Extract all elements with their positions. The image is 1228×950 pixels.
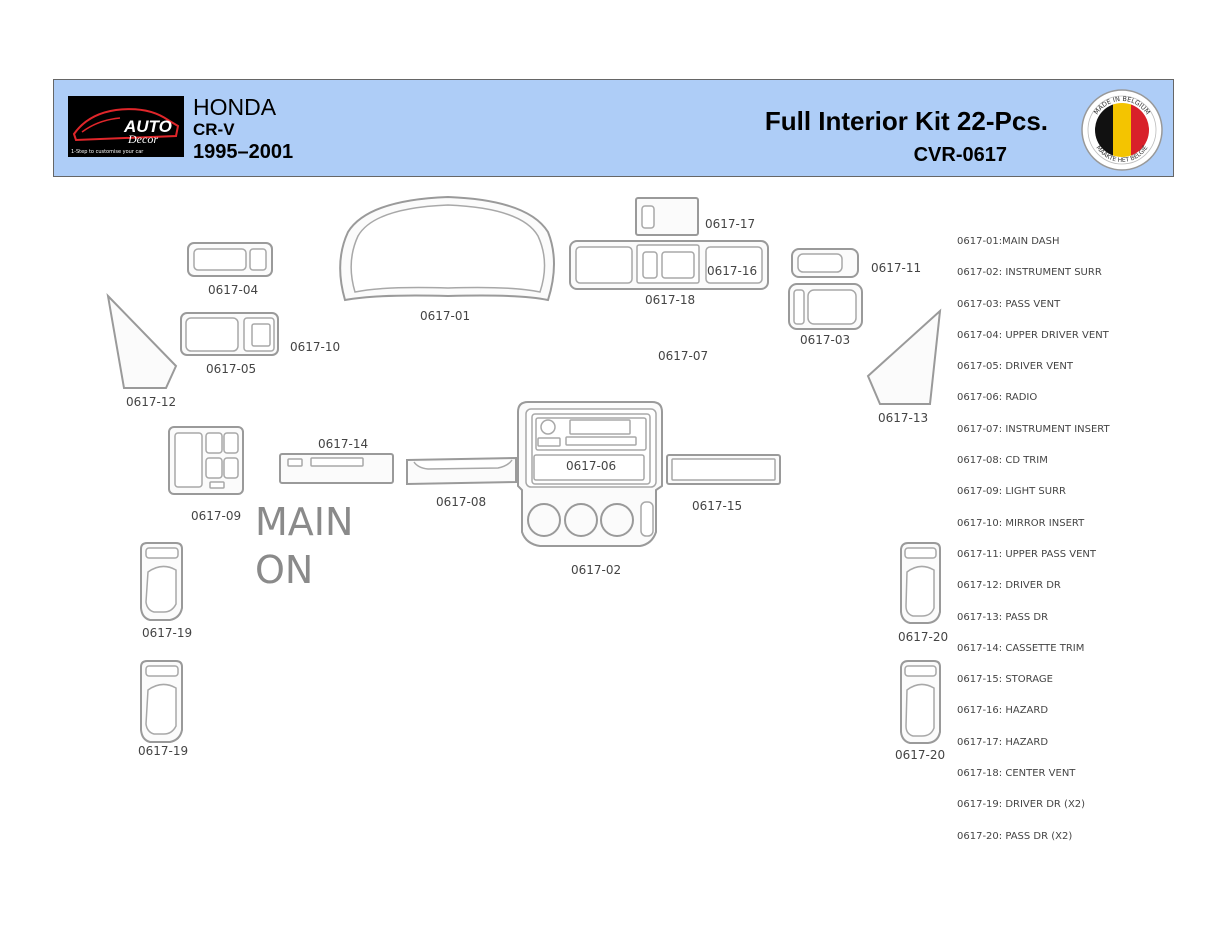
label-0617-13: 0617-13 [878, 411, 928, 425]
watermark-line-1: MAIN [255, 500, 354, 544]
legend-item: 0617-19: DRIVER DR (X2) [957, 799, 1086, 811]
label-0617-04: 0617-04 [208, 283, 258, 297]
logo-tagline: 1-Step to customise your car [71, 149, 144, 155]
label-0617-07: 0617-07 [658, 349, 708, 363]
legend-item: 0617-09: LIGHT SURR [957, 486, 1066, 498]
label-0617-18: 0617-18 [645, 293, 695, 307]
parts-legend: 0617-01:MAIN DASH 0617-02: INSTRUMENT SU… [957, 236, 1110, 862]
part-0617-14-cassette-trim [279, 453, 394, 484]
label-0617-01: 0617-01 [420, 309, 470, 323]
kit-title: Full Interior Kit 22-Pcs. [764, 106, 1048, 136]
label-0617-02: 0617-02 [571, 563, 621, 577]
legend-item: 0617-10: MIRROR INSERT [957, 517, 1085, 529]
header-banner: AUTO Decor 1-Step to customise your car … [53, 79, 1174, 177]
legend-item: 0617-11: UPPER PASS VENT [957, 548, 1097, 560]
legend-item: 0617-14: CASSETTE TRIM [957, 642, 1085, 654]
label-0617-05: 0617-05 [206, 362, 256, 376]
label-0617-12: 0617-12 [126, 395, 176, 409]
legend-item: 0617-12: DRIVER DR [957, 580, 1061, 592]
label-0617-16: 0617-16 [707, 264, 757, 278]
label-0617-09: 0617-09 [191, 509, 241, 523]
made-in-belgium-badge: MADE IN BELGIUM MAAKTE HET BELGIË [1080, 88, 1164, 172]
watermark-line-2: ON [255, 548, 314, 592]
legend-item: 0617-17: HAZARD [957, 736, 1049, 748]
vehicle-make: HONDA [193, 94, 277, 120]
vehicle-years: 1995–2001 [193, 141, 294, 163]
vehicle-model: CR-V [193, 120, 235, 139]
label-0617-20-b: 0617-20 [895, 748, 945, 762]
label-0617-14: 0617-14 [318, 437, 368, 451]
legend-item: 0617-01:MAIN DASH [957, 236, 1060, 247]
legend-item: 0617-18: CENTER VENT [957, 768, 1076, 780]
legend-item: 0617-20: PASS DR (X2) [957, 830, 1073, 842]
legend-item: 0617-02: INSTRUMENT SURR [957, 267, 1102, 279]
label-0617-15: 0617-15 [692, 499, 742, 513]
label-0617-19-a: 0617-19 [142, 626, 192, 640]
label-0617-08: 0617-08 [436, 495, 486, 509]
auto-decor-logo: AUTO Decor 1-Step to customise your car [68, 96, 184, 157]
svg-text:Decor: Decor [127, 132, 158, 146]
legend-item: 0617-15: STORAGE [957, 674, 1053, 686]
label-0617-20-a: 0617-20 [898, 630, 948, 644]
legend-item: 0617-05: DRIVER VENT [957, 361, 1073, 373]
legend-item: 0617-07: INSTRUMENT INSERT [957, 423, 1110, 435]
label-0617-11: 0617-11 [871, 261, 921, 275]
part-0617-12-driver-dr [106, 292, 178, 389]
label-0617-10: 0617-10 [290, 340, 340, 354]
part-0617-13-pass-dr [866, 308, 942, 405]
kit-code: CVR-0617 [913, 144, 1007, 166]
legend-item: 0617-06: RADIO [957, 392, 1038, 404]
label-0617-03: 0617-03 [800, 333, 850, 347]
label-0617-19-b: 0617-19 [138, 744, 188, 758]
legend-item: 0617-03: PASS VENT [957, 298, 1061, 310]
svg-text:AUTO: AUTO [123, 117, 172, 136]
watermark-text: MAIN ON [255, 498, 353, 594]
legend-item: 0617-04: UPPER DRIVER VENT [957, 329, 1109, 341]
label-0617-06: 0617-06 [566, 459, 616, 473]
legend-item: 0617-08: CD TRIM [957, 455, 1048, 467]
legend-item: 0617-16: HAZARD [957, 705, 1049, 717]
label-0617-17: 0617-17 [705, 217, 755, 231]
legend-item: 0617-13: PASS DR [957, 611, 1049, 623]
